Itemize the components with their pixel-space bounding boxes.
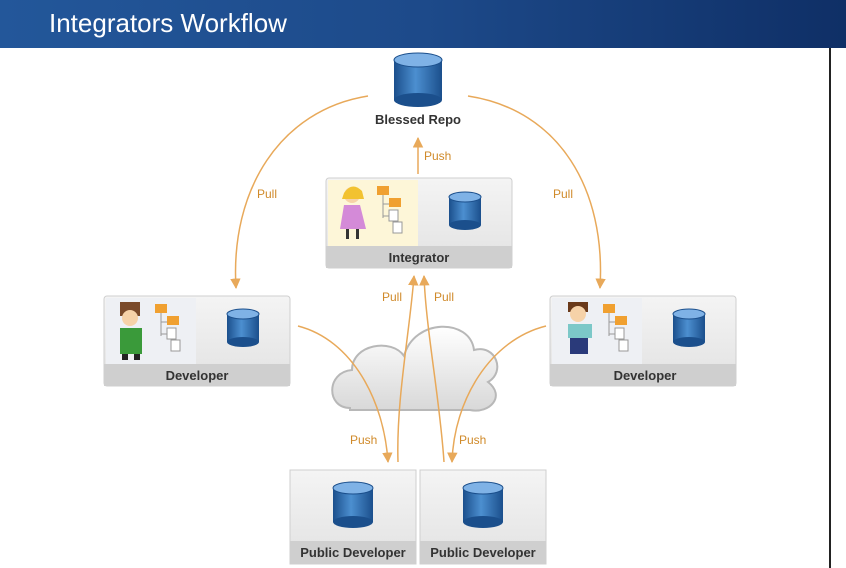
developer-left-label: Developer xyxy=(166,368,229,383)
label-push-public-1: Push xyxy=(350,433,377,447)
database-icon xyxy=(226,308,260,348)
right-border xyxy=(829,48,831,568)
person-icon xyxy=(120,302,142,360)
person-icon xyxy=(568,302,592,354)
public-developer-2-node: Public Developer xyxy=(419,469,547,565)
blessed-repo-label: Blessed Repo xyxy=(375,112,461,127)
public-developer-1-node: Public Developer xyxy=(289,469,417,565)
blessed-repo-node: Blessed Repo xyxy=(375,52,461,127)
public-developer-1-label: Public Developer xyxy=(300,545,405,560)
arrow-pull-public-2 xyxy=(419,274,445,463)
label-pull-public-1: Pull xyxy=(382,290,402,304)
person-icon xyxy=(340,186,366,239)
label-push-integrator: Push xyxy=(424,149,451,163)
database-icon xyxy=(448,191,482,231)
developer-right-label: Developer xyxy=(614,368,677,383)
arrow-pull-left xyxy=(230,95,369,290)
arrow-pull-public-1 xyxy=(397,274,419,463)
arrow-push-public-1 xyxy=(297,325,393,464)
label-pull-public-2: Pull xyxy=(434,290,454,304)
database-icon xyxy=(462,481,504,528)
label-pull-right: Pull xyxy=(553,187,573,201)
title-bar: Integrators Workflow xyxy=(0,0,846,48)
cloud-icon xyxy=(331,325,499,412)
public-developer-2-label: Public Developer xyxy=(430,545,535,560)
arrow-push-public-2 xyxy=(447,325,547,464)
arrow-pull-right xyxy=(467,95,606,290)
database-icon xyxy=(332,481,374,528)
slide-title: Integrators Workflow xyxy=(49,8,287,38)
label-push-public-2: Push xyxy=(459,433,486,447)
database-icon xyxy=(672,308,706,348)
label-pull-left: Pull xyxy=(257,187,277,201)
database-icon xyxy=(393,52,443,107)
integrator-node: Integrator xyxy=(325,177,513,269)
developer-right-node: Developer xyxy=(549,295,737,387)
integrator-label: Integrator xyxy=(389,250,450,265)
developer-left-node: Developer xyxy=(103,295,291,387)
